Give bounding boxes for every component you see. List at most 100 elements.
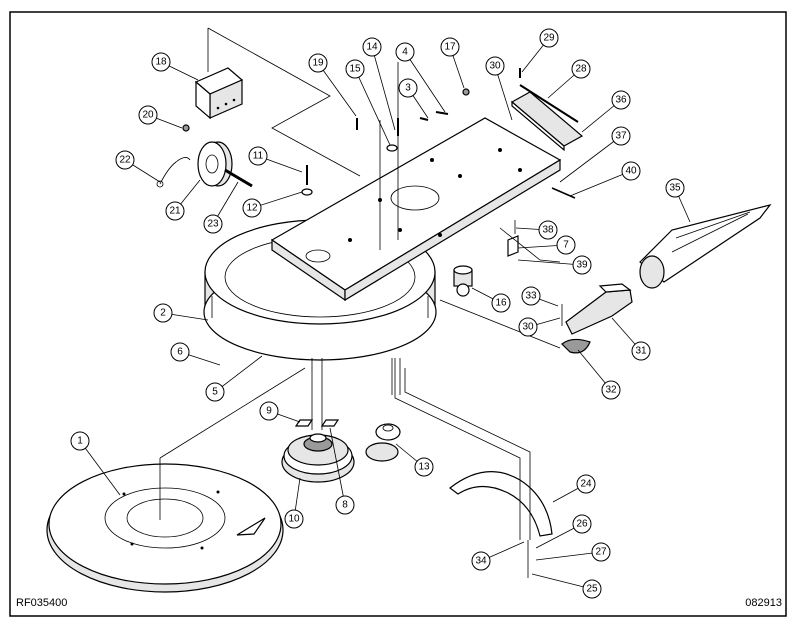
- drawing-number: RF035400: [16, 597, 67, 609]
- callout-bubble: [521, 286, 541, 306]
- part-9-key: [294, 419, 314, 427]
- callout-26: 26: [535, 514, 592, 549]
- callout-35: 35: [665, 178, 691, 223]
- part-18-bracket: [194, 67, 244, 120]
- callout-bubble: [611, 90, 631, 110]
- callout-bubble: [539, 28, 559, 48]
- part-12-washer: [301, 188, 313, 196]
- callout-bubble: [665, 178, 685, 198]
- callout-9: 9: [259, 401, 301, 423]
- callout-7: 7: [517, 235, 576, 255]
- callout-1: 1: [70, 431, 121, 496]
- callout-leader: [531, 573, 593, 590]
- callout-39: 39: [517, 255, 592, 275]
- callout-leader: [535, 551, 602, 561]
- part-17-nut: [462, 88, 470, 96]
- callout-21: 21: [165, 179, 201, 221]
- callout-number: 22: [119, 155, 131, 166]
- callout-leader: [517, 259, 583, 266]
- part-24-arm: [449, 471, 553, 537]
- callout-bubble: [471, 551, 491, 571]
- callout-leader: [329, 427, 346, 506]
- callout-37: 37: [559, 126, 631, 183]
- callout-bubble: [440, 37, 460, 57]
- callout-23: 23: [203, 181, 239, 234]
- callout-bubble: [308, 53, 328, 73]
- callout-number: 35: [669, 183, 681, 194]
- callout-bubble: [259, 401, 279, 421]
- callout-bubble: [571, 59, 591, 79]
- part-35-chute: [639, 203, 772, 289]
- part-1-base-disc: [46, 463, 284, 593]
- callout-bubble: [576, 474, 596, 494]
- callout-bubble: [491, 293, 511, 313]
- callout-number: 15: [349, 64, 361, 75]
- part-15-washer: [386, 144, 398, 152]
- callout-bubble: [362, 37, 382, 57]
- callout-28: 28: [547, 59, 591, 99]
- callout-19: 19: [308, 53, 357, 117]
- callout-leader: [569, 170, 632, 197]
- main-frame-plate: [270, 62, 562, 302]
- callout-32: 32: [577, 349, 621, 400]
- callout-bubble: [205, 382, 225, 402]
- callout-bubble: [398, 78, 418, 98]
- callout-25: 25: [531, 573, 602, 599]
- reference-lines: [159, 27, 561, 540]
- callout-number: 37: [615, 131, 627, 142]
- part-36-rail: [510, 91, 584, 152]
- part-8-key: [320, 419, 340, 427]
- callout-number: 29: [543, 33, 555, 44]
- callout-bubble: [485, 56, 505, 76]
- callout-number: 12: [246, 203, 258, 214]
- part-20-screw: [182, 124, 190, 132]
- callout-15: 15: [345, 59, 391, 146]
- part-4-pin: [435, 111, 449, 115]
- part-40-screw: [551, 187, 576, 199]
- callout-number: 28: [575, 64, 587, 75]
- callout-24: 24: [552, 474, 596, 503]
- callout-number: 14: [366, 42, 378, 53]
- callout-leader: [371, 46, 396, 131]
- callout-leader: [79, 440, 121, 496]
- callout-bubble: [582, 579, 602, 599]
- part-32-gasket: [561, 338, 591, 354]
- callout-bubble: [170, 342, 190, 362]
- callout-number: 2: [160, 308, 166, 319]
- part-16-caster: [453, 265, 473, 297]
- callout-number: 16: [495, 298, 507, 309]
- callout-leader: [317, 62, 357, 117]
- callout-22: 22: [115, 150, 161, 183]
- part-10-pulley: [281, 433, 355, 483]
- callout-3: 3: [398, 78, 429, 119]
- callout-number: 30: [522, 322, 534, 333]
- callout-33: 33: [521, 286, 559, 307]
- callout-number: 20: [142, 110, 154, 121]
- part-23-axle: [224, 168, 253, 188]
- callout-number: 24: [580, 479, 592, 490]
- callout-leader: [354, 68, 391, 146]
- part-7-clip: [507, 235, 519, 257]
- callout-number: 8: [342, 500, 348, 511]
- callout-5: 5: [205, 355, 263, 402]
- callout-number: 19: [312, 58, 324, 69]
- callout-bubble: [153, 303, 173, 323]
- callout-20: 20: [138, 105, 183, 129]
- callout-bubble: [242, 198, 262, 218]
- callout-number: 17: [444, 42, 456, 53]
- callout-number: 3: [405, 83, 411, 94]
- callout-bubble: [601, 380, 621, 400]
- callout-38: 38: [515, 220, 558, 240]
- callout-number: 13: [418, 462, 430, 473]
- callout-number: 7: [563, 240, 569, 251]
- callout-bubble: [538, 220, 558, 240]
- callout-number: 31: [635, 346, 647, 357]
- callout-16: 16: [471, 287, 511, 313]
- callout-bubble: [138, 105, 158, 125]
- callout-29: 29: [521, 28, 559, 73]
- callout-30: 30: [485, 56, 513, 121]
- callout-17: 17: [440, 37, 465, 89]
